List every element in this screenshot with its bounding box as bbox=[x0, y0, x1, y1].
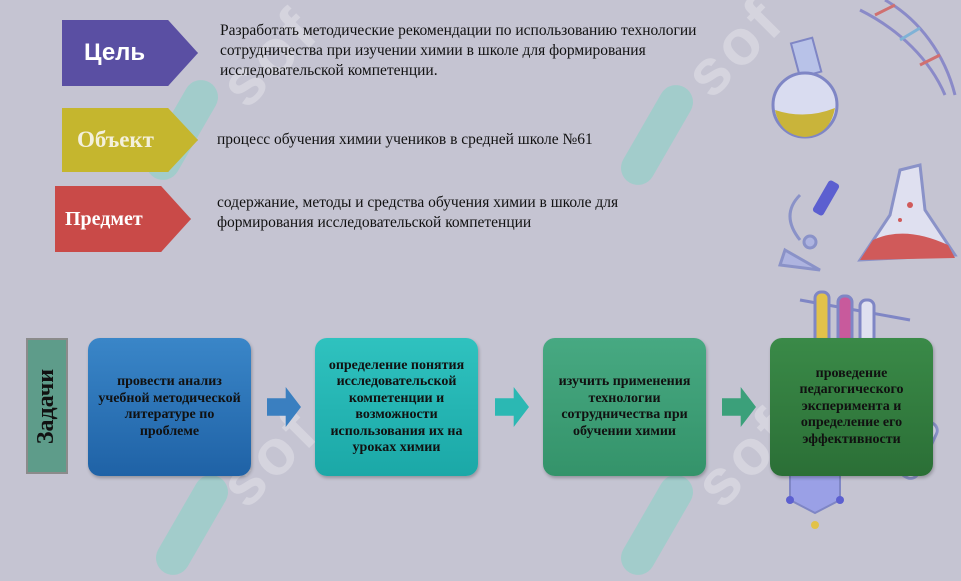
tasks-label-box: Задачи bbox=[26, 338, 68, 474]
goal-label: Цель bbox=[84, 39, 146, 66]
subject-label: Предмет bbox=[65, 207, 143, 230]
watermark-mark bbox=[614, 468, 700, 581]
task-text-4: проведение педагогического эксперимента … bbox=[799, 365, 904, 447]
task-text-2: определение понятия исследовательской ко… bbox=[328, 357, 465, 456]
object-text: процесс обучения химии учеников в средне… bbox=[217, 131, 593, 148]
tasks-label: Задачи bbox=[33, 368, 60, 444]
task-box-4: проведение педагогического эксперимента … bbox=[770, 338, 933, 476]
microscope-icon bbox=[777, 180, 840, 272]
task-text-1: провести анализ учебной методической лит… bbox=[98, 374, 241, 439]
subject-text: содержание, методы и средства обучения х… bbox=[217, 194, 619, 231]
subject-tag: Предмет bbox=[55, 186, 191, 252]
goal-tag: Цель bbox=[62, 20, 198, 86]
arrow-right-icon bbox=[495, 387, 529, 427]
object-label: Объект bbox=[77, 127, 154, 152]
round-flask-icon bbox=[771, 36, 839, 139]
task-box-3: изучить применения технологии сотрудниче… bbox=[543, 338, 706, 476]
conical-flask-icon bbox=[857, 163, 958, 262]
object-tag: Объект bbox=[62, 108, 198, 172]
task-text-3: изучить применения технологии сотрудниче… bbox=[558, 374, 691, 439]
task-box-1: провести анализ учебной методической лит… bbox=[88, 338, 251, 476]
task-box-2: определение понятия исследовательской ко… bbox=[315, 338, 478, 476]
dna-icon bbox=[859, 0, 957, 96]
goal-text: Разработать методические рекомендации по… bbox=[220, 22, 697, 79]
